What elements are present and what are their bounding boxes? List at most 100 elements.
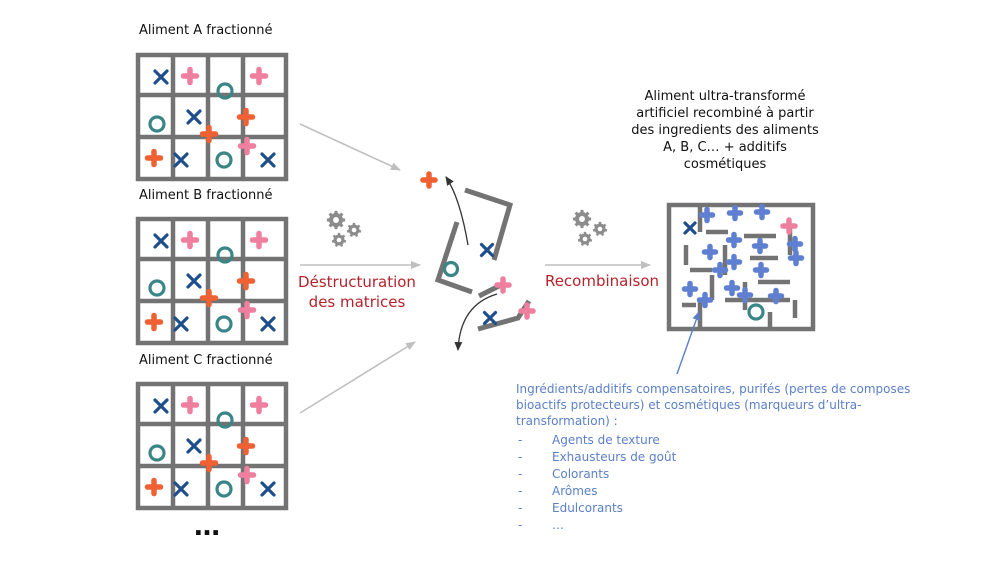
gear-icon bbox=[577, 231, 593, 246]
result-line-3: des ingredients des aliments bbox=[631, 123, 819, 138]
plus-icon bbox=[786, 235, 804, 253]
plus-stroke bbox=[681, 280, 699, 298]
panel-c-title: Aliment C fractionné bbox=[139, 353, 273, 368]
plus-stroke bbox=[518, 302, 536, 320]
plus-icon bbox=[780, 217, 798, 235]
fragment-wall bbox=[434, 221, 473, 295]
plus-stroke bbox=[180, 395, 200, 415]
destructuration-line-1: Déstructuration bbox=[298, 273, 416, 291]
plus-icon bbox=[236, 107, 256, 127]
additives-note: Ingrédients/additifs compensatoires, pur… bbox=[516, 381, 956, 534]
grid-frame bbox=[135, 216, 289, 346]
recombinaison-label: Recombinaison bbox=[544, 272, 660, 290]
plus-stroke bbox=[698, 206, 716, 224]
plus-stroke bbox=[249, 66, 269, 86]
cross-stroke bbox=[260, 316, 276, 332]
plus-icon bbox=[144, 148, 164, 168]
plus-stroke bbox=[249, 395, 269, 415]
plus-icon bbox=[249, 395, 269, 415]
gear-icon bbox=[331, 232, 347, 247]
cross-stroke bbox=[683, 221, 697, 235]
plus-stroke bbox=[199, 453, 219, 473]
plus-icon bbox=[199, 453, 219, 473]
cross-icon bbox=[173, 316, 189, 332]
ring-icon bbox=[215, 315, 233, 333]
list-item: -Exhausteurs de goût bbox=[518, 450, 677, 464]
cross-stroke bbox=[482, 310, 498, 326]
plus-icon bbox=[726, 204, 744, 222]
plus-icon bbox=[237, 136, 257, 156]
plus-stroke bbox=[767, 287, 785, 305]
plus-icon bbox=[180, 230, 200, 250]
cross-icon bbox=[482, 310, 498, 326]
plus-stroke bbox=[180, 230, 200, 250]
cross-stroke bbox=[173, 481, 189, 497]
cross-icon bbox=[186, 273, 202, 289]
ring-icon bbox=[442, 260, 460, 278]
cross-stroke bbox=[260, 152, 276, 168]
ellipsis: … bbox=[194, 512, 221, 542]
grid-frame bbox=[135, 381, 289, 511]
ring-icon bbox=[215, 151, 233, 169]
gear-hole bbox=[336, 237, 342, 243]
cross-icon bbox=[186, 438, 202, 454]
grid-aliment-a bbox=[135, 52, 289, 182]
note-line-3: transformation) : bbox=[516, 414, 618, 428]
cross-stroke bbox=[186, 273, 202, 289]
plus-icon bbox=[696, 291, 714, 309]
cross-stroke bbox=[153, 69, 169, 85]
gear-hole bbox=[333, 217, 339, 223]
plus-icon bbox=[752, 261, 770, 279]
list-item: -Agents de texture bbox=[518, 433, 660, 447]
grid-frame bbox=[135, 52, 289, 182]
cross-stroke bbox=[153, 398, 169, 414]
plus-stroke bbox=[237, 465, 257, 485]
grid-aliment-c bbox=[135, 381, 289, 511]
plus-icon bbox=[199, 288, 219, 308]
result-label: Aliment ultra-transformé artificiel reco… bbox=[610, 88, 840, 173]
result-line-2: artificiel recombiné à partir bbox=[636, 106, 814, 121]
plus-stroke bbox=[726, 204, 744, 222]
cross-icon bbox=[153, 69, 169, 85]
plus-stroke bbox=[751, 237, 769, 255]
plus-icon bbox=[698, 206, 716, 224]
list-item: -Colorants bbox=[518, 467, 610, 481]
plus-icon bbox=[180, 395, 200, 415]
note-line-2: bioactifs protecteurs) et cosmétiques (m… bbox=[516, 398, 862, 412]
plus-stroke bbox=[249, 230, 269, 250]
cross-icon bbox=[153, 398, 169, 414]
plus-stroke bbox=[753, 203, 771, 221]
plus-stroke bbox=[199, 124, 219, 144]
arrow-icon bbox=[454, 293, 498, 351]
list-item: -Edulcorants bbox=[518, 501, 623, 515]
cross-stroke bbox=[173, 152, 189, 168]
cross-icon bbox=[173, 152, 189, 168]
cross-stroke bbox=[173, 316, 189, 332]
plus-stroke bbox=[236, 107, 256, 127]
gear-hole bbox=[579, 216, 585, 222]
plus-icon bbox=[494, 276, 512, 294]
ring-icon bbox=[216, 82, 234, 100]
gear-hole bbox=[351, 227, 357, 233]
plus-stroke bbox=[711, 261, 729, 279]
plus-stroke bbox=[723, 279, 741, 297]
plus-icon bbox=[144, 312, 164, 332]
plus-stroke bbox=[144, 312, 164, 332]
plus-icon bbox=[518, 302, 536, 320]
list-item: -… bbox=[518, 518, 564, 532]
additives-list: -Agents de texture -Exhausteurs de goût … bbox=[516, 432, 956, 534]
plus-icon bbox=[725, 231, 743, 249]
plus-icon bbox=[711, 261, 729, 279]
cross-icon bbox=[260, 316, 276, 332]
destructuration-line-2: des matrices bbox=[308, 293, 406, 311]
gear-hole bbox=[597, 226, 603, 232]
gear-hole bbox=[582, 236, 588, 242]
plus-stroke bbox=[236, 271, 256, 291]
plus-stroke bbox=[787, 249, 805, 267]
plus-stroke bbox=[786, 235, 804, 253]
plus-stroke bbox=[494, 276, 512, 294]
plus-stroke bbox=[752, 261, 770, 279]
plus-icon bbox=[723, 279, 741, 297]
plus-stroke bbox=[236, 436, 256, 456]
ring-icon bbox=[148, 444, 166, 462]
